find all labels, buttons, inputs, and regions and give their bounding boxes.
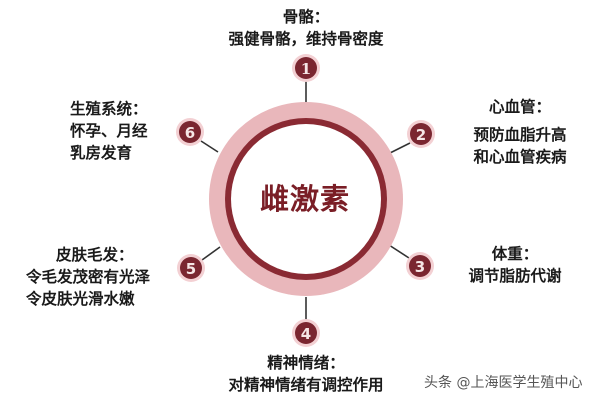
center-title: 雌激素 xyxy=(259,182,350,216)
badge-5: 5 xyxy=(177,254,205,282)
item-mood: 精神情绪： 对精神情绪有调控作用 xyxy=(206,352,406,396)
svg-text:3: 3 xyxy=(415,258,425,276)
badge-4: 4 xyxy=(292,319,320,347)
item-title: 精神情绪： xyxy=(267,354,345,372)
item-line: 乳房发育 xyxy=(70,144,133,162)
svg-text:5: 5 xyxy=(186,260,196,278)
connector-2 xyxy=(389,142,411,154)
item-title: 皮肤毛发： xyxy=(56,246,134,264)
inner-white-circle xyxy=(231,124,381,274)
item-line: 和心血管疾病 xyxy=(473,148,567,166)
svg-text:1: 1 xyxy=(301,60,311,78)
item-line: 对精神情绪有调控作用 xyxy=(228,376,384,394)
badges: 1 2 3 4 5 xyxy=(176,54,435,347)
item-line: 调节脂肪代谢 xyxy=(468,267,562,285)
item-cardiovascular: 心血管： 预防血脂升高 和心血管疾病 xyxy=(455,96,585,168)
item-title: 心血管： xyxy=(488,98,551,116)
item-weight: 体重： 调节脂肪代谢 xyxy=(460,243,570,287)
item-title: 骨骼： xyxy=(282,8,330,26)
item-title: 生殖系统： xyxy=(70,100,148,118)
item-line: 令皮肤光滑水嫩 xyxy=(26,290,135,308)
item-line: 强健骨骼，维持骨密度 xyxy=(228,30,384,48)
item-line: 令毛发茂密有光泽 xyxy=(26,268,151,286)
watermark: 头条 @上海医学生殖中心 xyxy=(424,375,583,391)
badge-1: 1 xyxy=(292,54,320,82)
badge-6: 6 xyxy=(176,118,204,146)
svg-text:4: 4 xyxy=(301,325,311,343)
item-reproductive: 生殖系统： 怀孕、月经 乳房发育 xyxy=(70,98,180,164)
connector-lines xyxy=(200,80,411,321)
badge-3: 3 xyxy=(406,252,434,280)
item-skin-hair: 皮肤毛发： 令毛发茂密有光泽 令皮肤光滑水嫩 xyxy=(26,244,166,310)
badge-2: 2 xyxy=(407,120,435,148)
svg-text:2: 2 xyxy=(416,126,426,144)
item-line: 怀孕、月经 xyxy=(70,122,148,140)
connector-6 xyxy=(200,140,219,153)
item-line: 预防血脂升高 xyxy=(473,126,567,144)
item-bone: 骨骼： 强健骨骼，维持骨密度 xyxy=(196,6,416,50)
connector-3 xyxy=(388,244,410,259)
item-title: 体重： xyxy=(491,245,539,263)
svg-text:6: 6 xyxy=(185,124,195,142)
connector-5 xyxy=(201,246,221,261)
